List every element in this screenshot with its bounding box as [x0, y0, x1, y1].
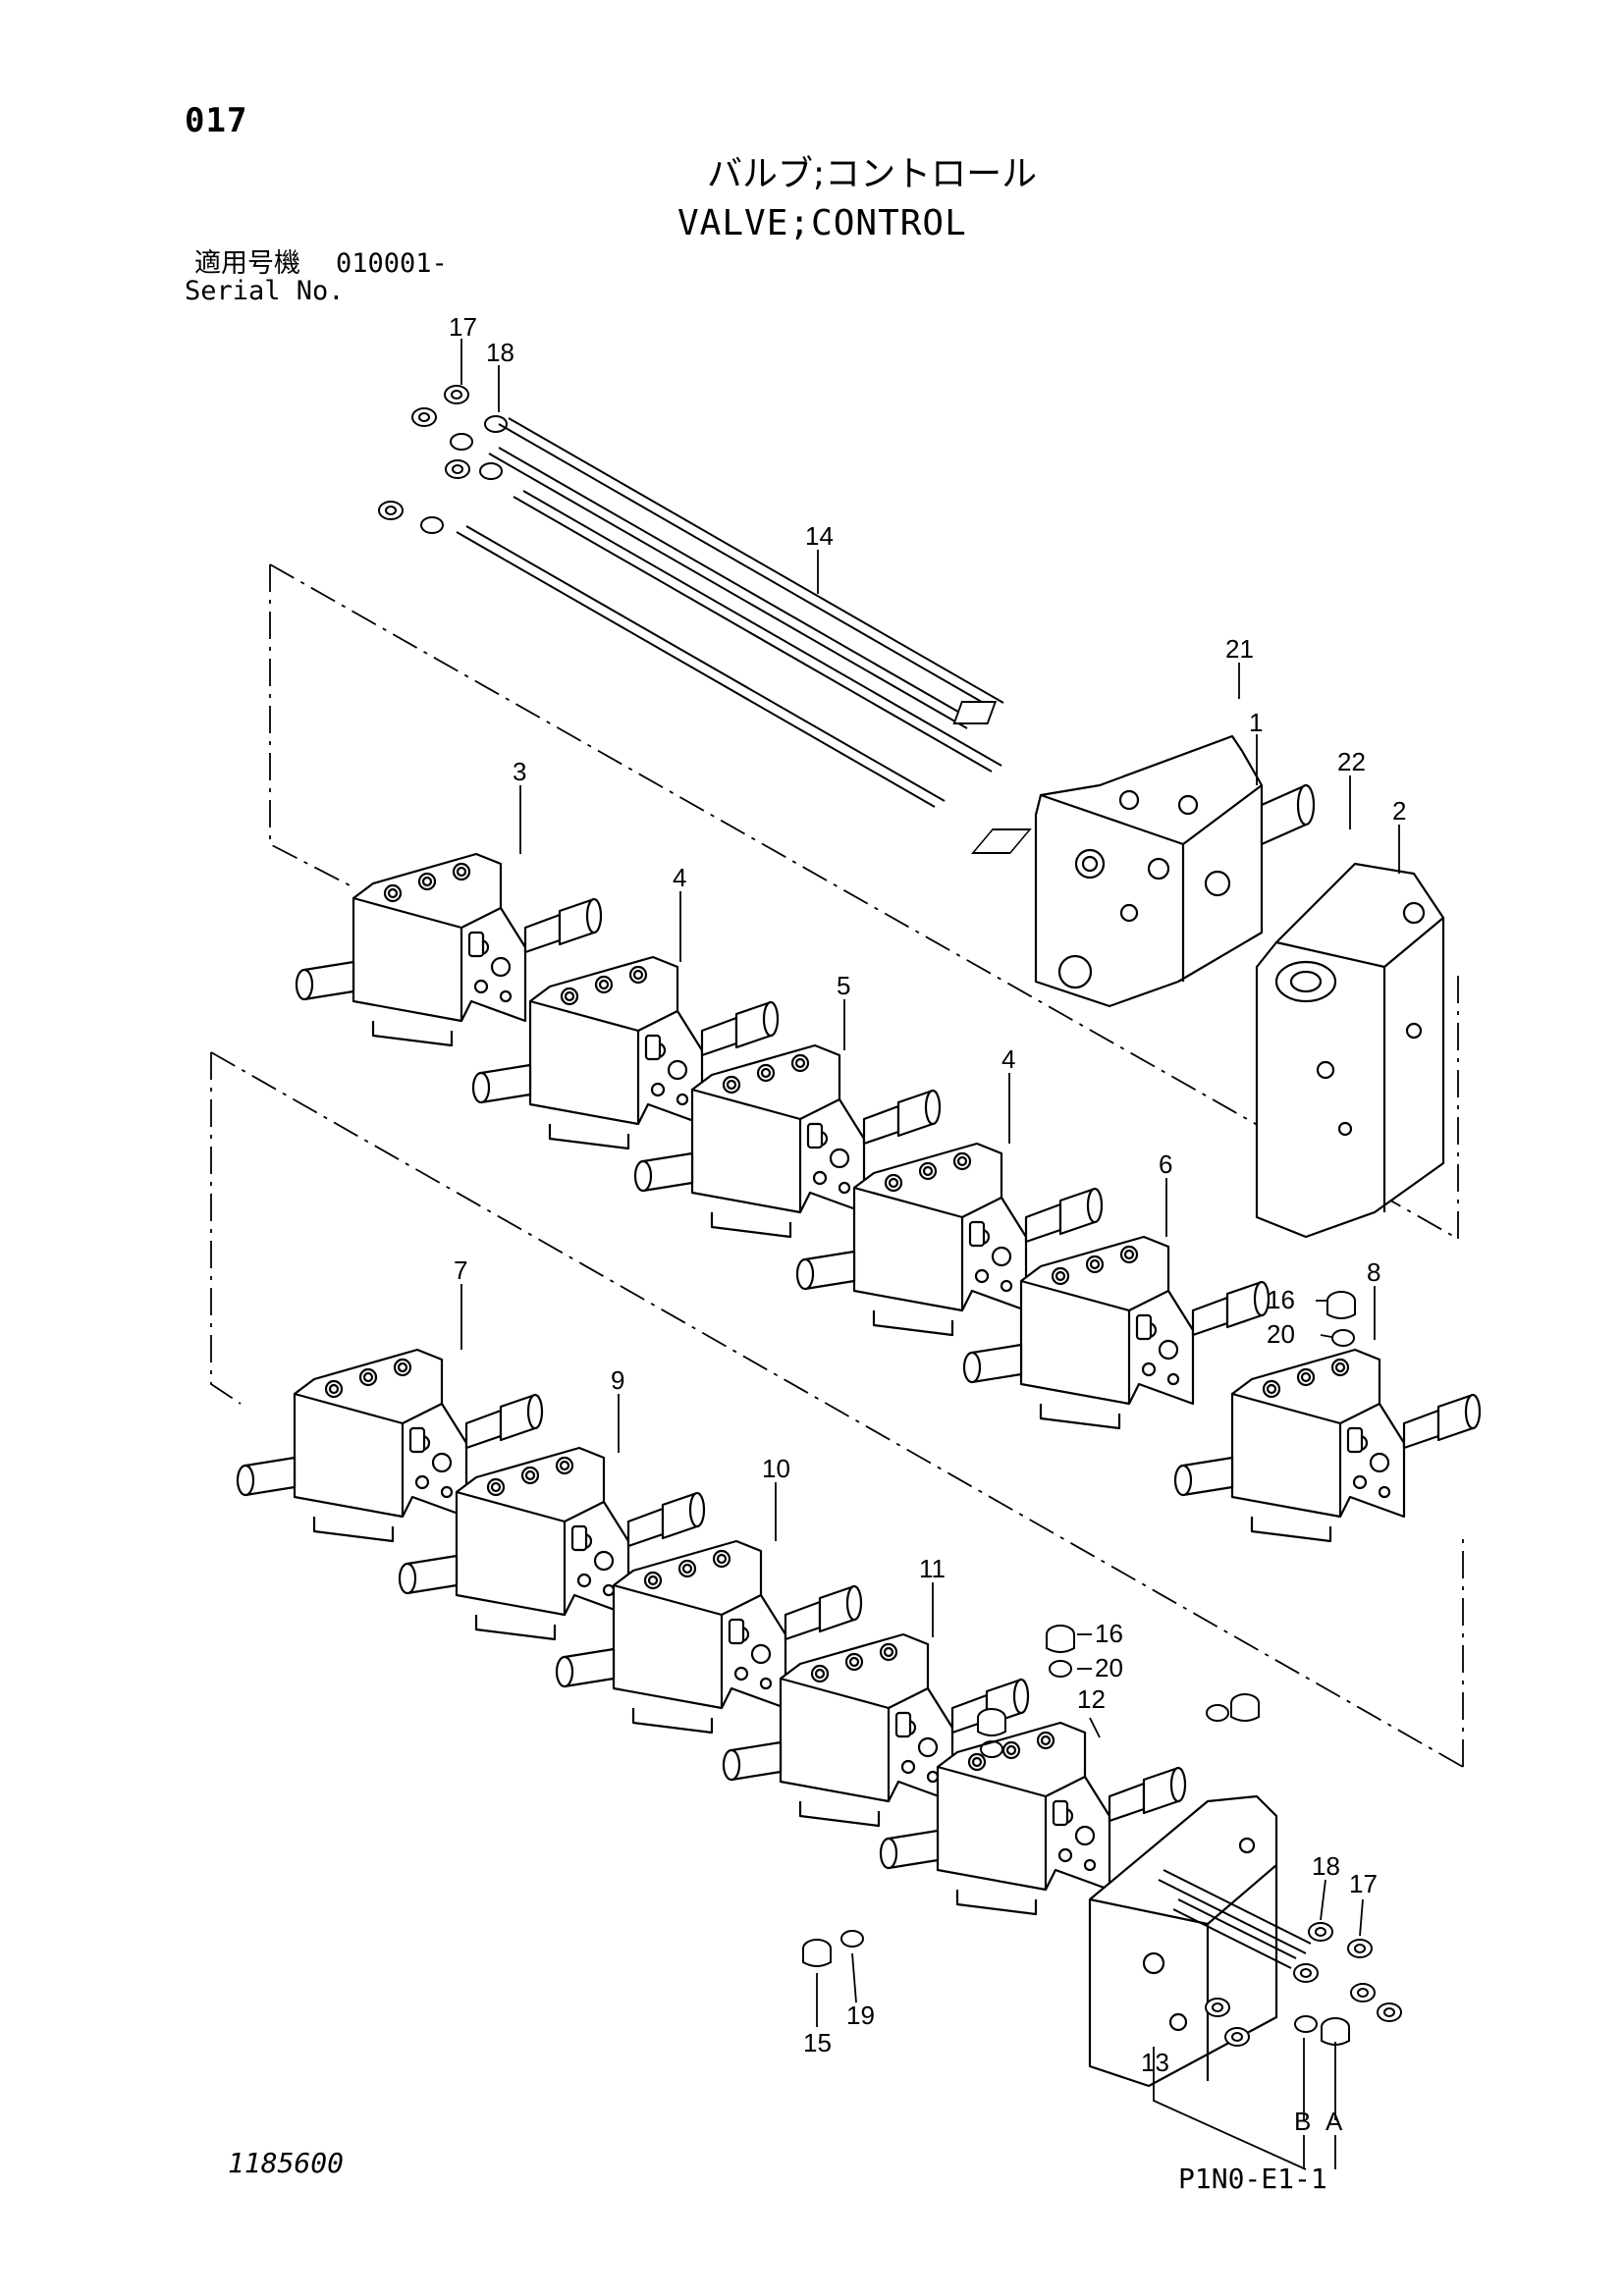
- callout-labels: 17 18 14 21 1 22 2 3 4 5 4 6 16 8 20 7 9…: [449, 312, 1406, 2136]
- callout-6: 6: [1159, 1149, 1172, 1179]
- callout-2: 2: [1392, 796, 1406, 826]
- callout-19: 19: [846, 2001, 875, 2030]
- callout-15: 15: [803, 2028, 832, 2057]
- callout-13: 13: [1141, 2048, 1169, 2077]
- page-number: 017: [185, 101, 248, 140]
- label-plate-21: [952, 701, 998, 724]
- callout-14: 14: [805, 521, 834, 551]
- callout-7: 7: [454, 1255, 467, 1285]
- top-nuts: [378, 385, 508, 534]
- callout-3: 3: [513, 757, 526, 786]
- serial-label: Serial No.: [185, 276, 345, 306]
- serial-label-japanese: 適用号機: [194, 248, 300, 279]
- callout-11: 11: [919, 1554, 946, 1583]
- callout-17-bottom: 17: [1349, 1869, 1378, 1898]
- page-title-japanese: バルブ;コントロール: [707, 154, 1038, 194]
- outlet-end-plate: [1088, 1794, 1278, 2088]
- callout-4b: 4: [1001, 1044, 1015, 1074]
- callout-17-top: 17: [449, 312, 477, 342]
- callout-20b: 20: [1095, 1653, 1123, 1682]
- callout-16b: 16: [1095, 1619, 1123, 1648]
- callout-22: 22: [1337, 747, 1366, 776]
- leader-lines: [460, 339, 1400, 2170]
- callout-B: B: [1294, 2107, 1311, 2136]
- callout-5: 5: [837, 971, 850, 1000]
- callout-16a: 16: [1267, 1285, 1295, 1314]
- bottom-tie-rods: [1158, 1869, 1312, 1969]
- callout-9: 9: [611, 1365, 624, 1395]
- tie-rods: [456, 417, 1004, 808]
- callout-18-top: 18: [486, 338, 514, 367]
- inlet-section: [1034, 734, 1316, 1008]
- callout-21: 21: [1225, 634, 1254, 664]
- callout-20a: 20: [1267, 1319, 1295, 1349]
- callout-10: 10: [762, 1454, 790, 1483]
- callout-8: 8: [1367, 1257, 1380, 1287]
- end-section: [1255, 862, 1445, 1239]
- drawing-number: 1185600: [228, 2147, 345, 2179]
- callout-4a: 4: [673, 863, 686, 892]
- callout-18-bottom: 18: [1312, 1851, 1340, 1881]
- figure-code: P1N0-E1-1: [1178, 2163, 1327, 2195]
- serial-number: 010001-: [336, 248, 448, 279]
- label-plate-22: [970, 828, 1032, 854]
- callout-12: 12: [1077, 1684, 1106, 1714]
- callout-1: 1: [1249, 708, 1263, 737]
- callout-A: A: [1325, 2107, 1343, 2136]
- page-title: VALVE;CONTROL: [677, 203, 967, 243]
